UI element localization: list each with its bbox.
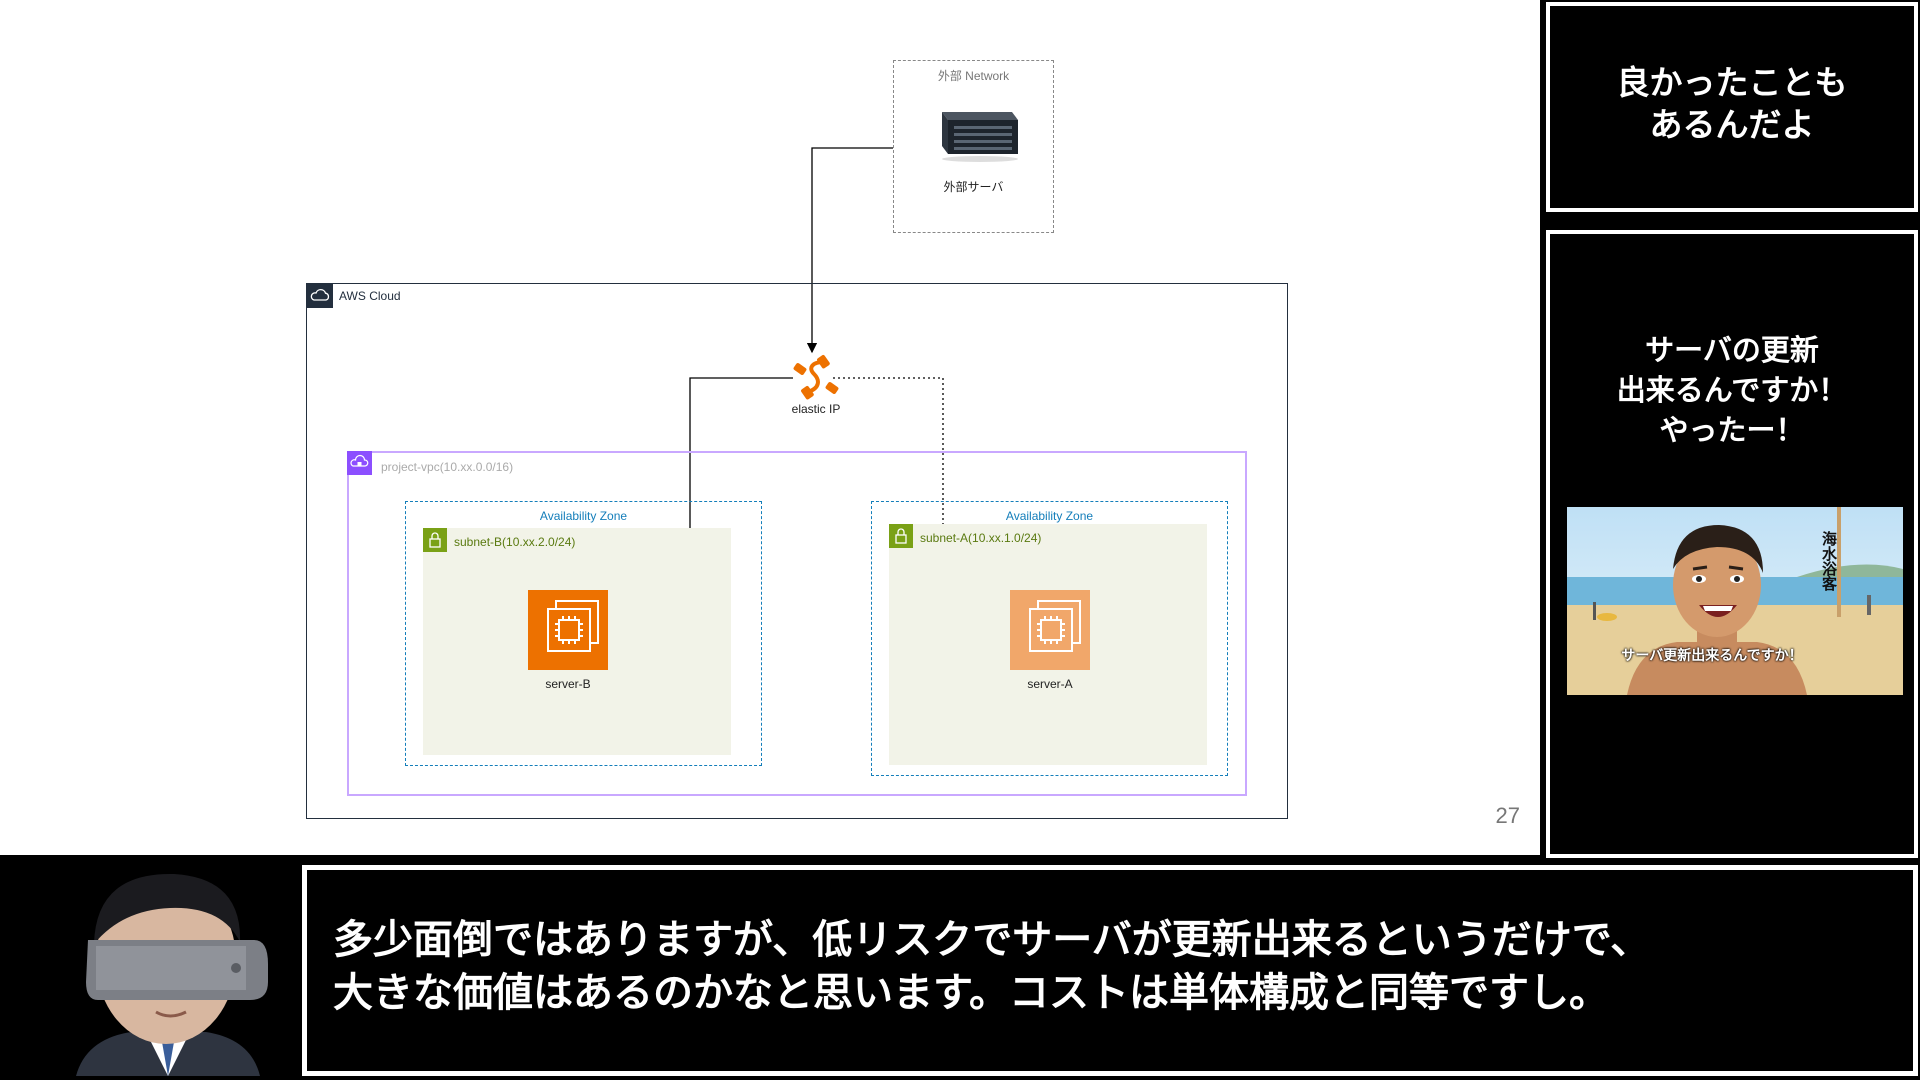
elastic-ip-label: elastic IP bbox=[791, 402, 841, 416]
vpc-icon bbox=[347, 451, 372, 475]
external-server-label: 外部サーバ bbox=[943, 180, 1004, 194]
server-b-ec2-icon bbox=[528, 590, 608, 670]
beach-illustration bbox=[1567, 507, 1903, 695]
side-panel-middle: サーバの更新 出来るんですか！ やったー！ bbox=[1546, 230, 1918, 858]
page-number: 27 bbox=[1495, 803, 1520, 828]
elastic-ip-icon bbox=[793, 355, 839, 400]
availability-zone-right-label: Availability Zone bbox=[1005, 509, 1094, 523]
availability-zone-right: Availability Zone bbox=[871, 501, 1228, 776]
subnet-a-label: subnet-A(10.xx.1.0/24) bbox=[920, 531, 1042, 545]
external-network-label: 外部 Network bbox=[937, 69, 1010, 83]
presenter-vr-headset-image bbox=[46, 864, 288, 1076]
server-hardware-icon bbox=[942, 112, 1018, 162]
subnet-a-lock-icon bbox=[889, 524, 913, 548]
external-network-group: 外部 Network bbox=[893, 60, 1054, 233]
subnet-b-label: subnet-B(10.xx.2.0/24) bbox=[454, 535, 576, 549]
aws-cloud-label: AWS Cloud bbox=[339, 289, 401, 303]
anime-beach-image: 海水浴客 サーバ更新出来るんですか！ bbox=[1567, 507, 1903, 695]
aws-cloud-icon bbox=[307, 284, 333, 308]
image-subtitle: サーバ更新出来るんですか！ bbox=[1621, 648, 1803, 664]
side-panel-top-text: 良かったことも あるんだよ bbox=[1616, 63, 1848, 144]
vpc-group: project-vpc(10.xx.0.0/16) bbox=[347, 451, 1247, 796]
slide: 外部 Network 外部サーバ AWS Cloud elastic IP bbox=[0, 0, 1540, 855]
line-external-to-eip bbox=[806, 147, 893, 354]
side-panel-middle-text: サーバの更新 出来るんですか！ やったー！ bbox=[1616, 333, 1848, 447]
vpc-label: project-vpc(10.xx.0.0/16) bbox=[381, 460, 514, 474]
availability-zone-left: Availability Zone bbox=[405, 501, 762, 766]
server-b-label: server-B bbox=[545, 677, 591, 691]
server-a-label: server-A bbox=[1027, 677, 1073, 691]
image-vertical-caption: 海水浴客 bbox=[1820, 531, 1838, 591]
server-a-ec2-icon bbox=[1010, 590, 1090, 670]
side-panel-top: 良かったことも あるんだよ bbox=[1546, 2, 1918, 212]
aws-cloud-group: AWS Cloud bbox=[306, 283, 1288, 819]
subtitle-text: 多少面倒ではありますが、低リスクでサーバが更新出来るというだけで、 大きな価値は… bbox=[333, 917, 1651, 1016]
presenter-avatar bbox=[46, 864, 288, 1076]
subnet-b-lock-icon bbox=[423, 528, 447, 552]
subtitle-box: 多少面倒ではありますが、低リスクでサーバが更新出来るというだけで、 大きな価値は… bbox=[302, 865, 1918, 1076]
availability-zone-left-label: Availability Zone bbox=[539, 509, 628, 523]
